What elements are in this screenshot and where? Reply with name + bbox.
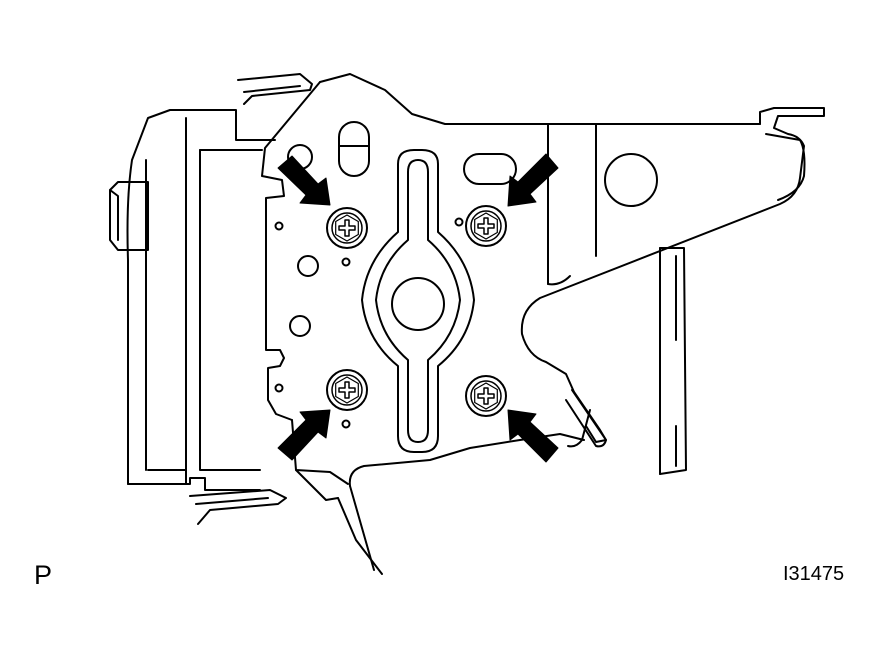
center-hub xyxy=(361,149,475,453)
hole-lower-left xyxy=(289,315,311,337)
rear-housing xyxy=(109,109,276,491)
screw-lower-left xyxy=(326,369,368,411)
arrow-group xyxy=(277,153,559,463)
slots-and-holes xyxy=(274,121,517,429)
arrow-upper-left xyxy=(277,155,331,206)
hole-mid-left xyxy=(297,255,319,277)
upper-clip xyxy=(520,107,825,443)
upper-wire-clip xyxy=(237,73,313,105)
phillips-head-icon xyxy=(477,217,495,235)
right-bracket xyxy=(565,247,687,475)
screw-group xyxy=(326,205,507,417)
phillips-head-icon xyxy=(338,381,356,399)
lower-wire-clip xyxy=(189,489,287,525)
arrow-upper-right xyxy=(507,153,559,207)
view-label: P xyxy=(34,560,53,590)
pin-hole xyxy=(341,257,351,267)
pin-hole xyxy=(274,383,284,393)
phillips-head-icon xyxy=(477,387,495,405)
screw-upper-right xyxy=(465,205,507,247)
oval-slot-upper xyxy=(338,121,370,177)
screw-upper-left xyxy=(326,207,368,249)
arrow-lower-right xyxy=(507,409,559,463)
arrow-lower-left xyxy=(277,409,331,461)
figure-id: I31475 xyxy=(783,563,845,585)
center-hole xyxy=(391,277,445,331)
pin-hole xyxy=(454,217,464,227)
lower-tab xyxy=(295,433,585,575)
pin-hole xyxy=(341,419,351,429)
oval-slot-right xyxy=(463,153,517,185)
phillips-head-icon xyxy=(338,219,356,237)
pin-hole xyxy=(274,221,284,231)
screw-lower-right xyxy=(465,375,507,417)
